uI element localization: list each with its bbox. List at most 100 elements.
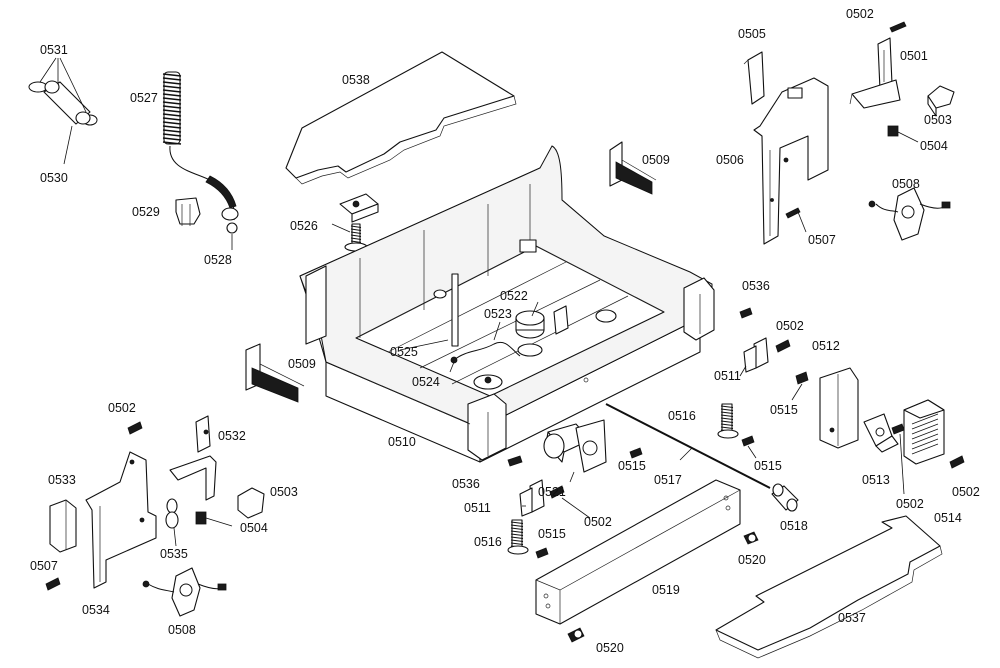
label-0523: 0523 <box>484 307 512 321</box>
part-0503-latch-block <box>927 85 955 117</box>
part-0507-screw-upper <box>785 207 807 233</box>
label-0527: 0527 <box>130 91 158 105</box>
part-0511-clip-right <box>739 337 769 377</box>
label-0508-lower: 0508 <box>168 623 196 637</box>
label-0521: 0521 <box>538 485 566 499</box>
label-0520-lower: 0520 <box>596 641 624 655</box>
part-0502-screw-unit-a <box>891 423 905 495</box>
label-0526: 0526 <box>290 219 318 233</box>
part-0505-small-bracket <box>743 51 765 105</box>
part-0532-latch-bracket <box>169 415 217 501</box>
part-0508-hinge-lower <box>142 567 227 617</box>
part-0508-hinge-upper <box>868 187 951 241</box>
part-0537-bottom-plate <box>715 515 943 659</box>
label-0520-upper: 0520 <box>738 553 766 567</box>
part-0522-pump-housing <box>515 301 545 357</box>
part-0526-screw-block <box>331 193 379 252</box>
part-0511-clip-center <box>519 479 545 517</box>
part-0529-clip <box>175 197 201 226</box>
label-0518: 0518 <box>780 519 808 533</box>
part-0538-cover-plate <box>285 51 517 185</box>
part-0520-screw-lower <box>567 627 585 643</box>
part-0517-rod <box>605 403 771 489</box>
label-0531: 0531 <box>40 43 68 57</box>
label-0535: 0535 <box>160 547 188 561</box>
label-0511-center: 0511 <box>464 501 491 515</box>
label-0511-right: 0511 <box>714 369 741 383</box>
label-0532: 0532 <box>218 429 246 443</box>
part-0515-screw-center <box>629 447 643 459</box>
label-0502-top: 0502 <box>846 7 874 21</box>
label-0536-right: 0536 <box>742 279 770 293</box>
part-0534-mounting-bracket <box>85 451 157 589</box>
label-0513: 0513 <box>862 473 890 487</box>
label-0512: 0512 <box>812 339 840 353</box>
part-0504-clip-top <box>887 125 919 143</box>
part-0502-screw-left <box>127 421 143 435</box>
part-0524-wire-harness <box>449 342 521 373</box>
label-0530: 0530 <box>40 171 68 185</box>
label-0509-upper: 0509 <box>642 153 670 167</box>
part-0536-screw-center <box>507 455 523 467</box>
part-0501-latch-bracket <box>849 37 901 109</box>
part-0502-screw-center <box>549 485 591 519</box>
label-0515-center: 0515 <box>618 459 646 473</box>
label-0524: 0524 <box>412 375 440 389</box>
part-0502-screw-right <box>775 339 791 353</box>
label-0516-right: 0516 <box>668 409 696 423</box>
label-0504-left: 0504 <box>240 521 268 535</box>
label-0503-top: 0503 <box>924 113 952 127</box>
part-0513-plate <box>863 413 899 453</box>
label-0508-upper: 0508 <box>892 177 920 191</box>
label-0502-unit-a: 0502 <box>896 497 924 511</box>
part-0503-latch-block-left <box>237 487 265 519</box>
part-0512-housing <box>819 367 859 449</box>
label-0502-center: 0502 <box>584 515 612 529</box>
label-0515-right: 0515 <box>770 403 798 417</box>
label-0533: 0533 <box>48 473 76 487</box>
part-0509-upper-spring-bracket <box>609 141 657 195</box>
label-0505: 0505 <box>738 27 766 41</box>
label-0502-unit-b: 0502 <box>952 485 980 499</box>
label-0502-right: 0502 <box>776 319 804 333</box>
label-0510: 0510 <box>388 435 416 449</box>
part-0502-screw-top <box>889 21 907 33</box>
label-0538: 0538 <box>342 73 370 87</box>
part-0527-coiled-hose <box>162 71 239 250</box>
part-0525-rod <box>399 273 459 351</box>
label-0516-lower: 0516 <box>474 535 502 549</box>
label-0507-upper: 0507 <box>808 233 836 247</box>
part-0515-screw-lower <box>535 547 549 559</box>
part-0520-screw-upper <box>743 531 759 545</box>
label-0515-mid: 0515 <box>754 459 782 473</box>
part-0502-screw-unit-b <box>949 455 965 469</box>
label-0515-lower: 0515 <box>538 527 566 541</box>
part-0533-cover <box>49 499 77 553</box>
part-0504-clip-left <box>195 511 233 527</box>
label-0502-left: 0502 <box>108 401 136 415</box>
part-0516-screw-right <box>717 403 739 439</box>
callout-labels: 0531 0530 0527 0529 0528 0538 0526 0509 … <box>30 7 980 655</box>
label-0537: 0537 <box>838 611 866 625</box>
label-0522: 0522 <box>500 289 528 303</box>
label-0503-left: 0503 <box>270 485 298 499</box>
part-0515-screw-mid <box>741 435 757 459</box>
part-0535-bushing <box>165 498 179 547</box>
part-0509-lower-spring-bracket <box>245 343 305 403</box>
label-0507-left: 0507 <box>30 559 58 573</box>
part-0523-float-disc <box>473 321 503 390</box>
label-0534: 0534 <box>82 603 110 617</box>
label-0536-center: 0536 <box>452 477 480 491</box>
label-0525: 0525 <box>390 345 418 359</box>
label-0504-top: 0504 <box>920 139 948 153</box>
label-0501: 0501 <box>900 49 928 63</box>
part-0519-kick-plate <box>535 479 741 625</box>
label-0528: 0528 <box>204 253 232 267</box>
label-0509-lower: 0509 <box>288 357 316 371</box>
part-0530-hose-sleeve <box>28 57 98 165</box>
part-0515-screw-right <box>791 371 809 401</box>
label-0506: 0506 <box>716 153 744 167</box>
part-0521-motor <box>543 419 607 483</box>
